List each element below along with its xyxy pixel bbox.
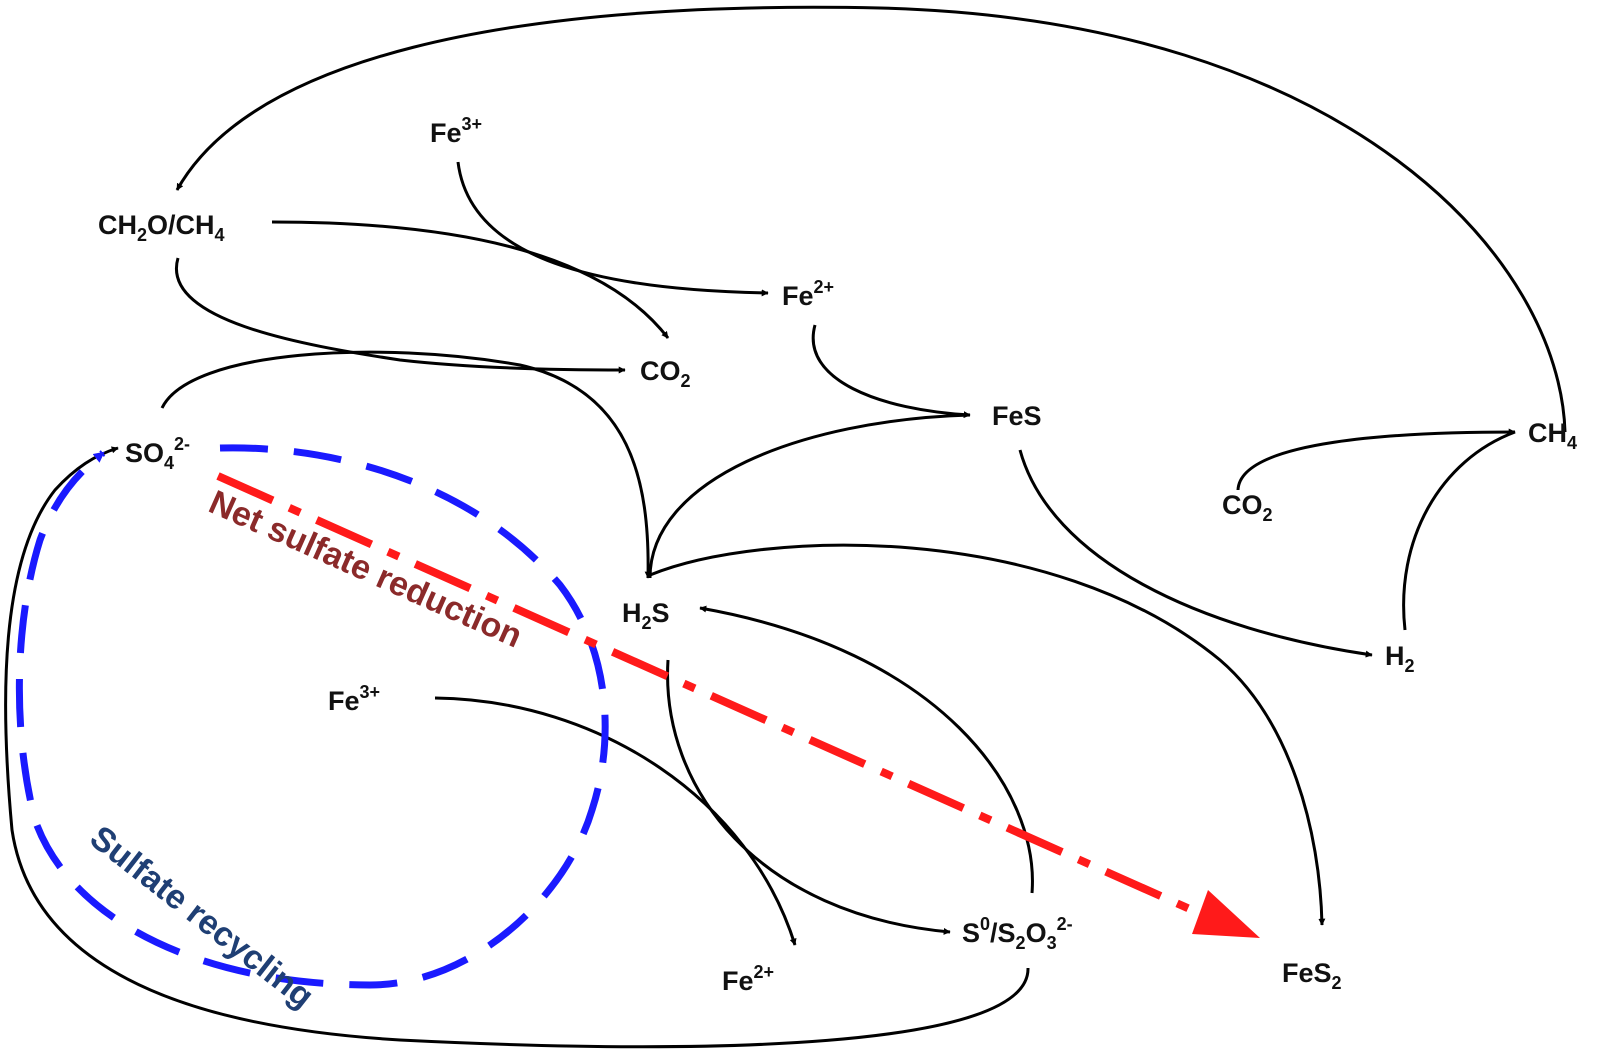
arrow-fe2-to-fes: [811, 324, 971, 419]
arrow-co2-to-ch4: [1236, 428, 1516, 491]
fe2-bottom-label: Fe2+: [722, 962, 775, 996]
net-sulfate-reduction-arrow: [216, 472, 1212, 922]
fe3-bottom-label: Fe3+: [328, 682, 381, 716]
arrow-ch2o-to-fe2: [271, 220, 670, 339]
arrow-fe3-to-fe2-top: [456, 161, 769, 297]
arrow-ch2o-to-co2: [174, 257, 626, 374]
arrow-h2-to-ch4: [1402, 430, 1516, 631]
arrow-s0-to-so4-outer: [4, 446, 1030, 1049]
ch4-right-label: CH4: [1528, 418, 1578, 453]
fe3-top-label: Fe3+: [430, 114, 483, 148]
ch2o-ch4-label: CH2O/CH4: [98, 210, 225, 245]
arrow-fe3-to-fe2-bottom: [434, 696, 797, 946]
net-sulfate-arrowhead: [1192, 890, 1260, 938]
co2-mid-label: CO2: [640, 356, 691, 391]
fes-label: FeS: [992, 401, 1042, 431]
fe2-top-label: Fe2+: [782, 277, 835, 311]
arrow-h2s-to-s0: [666, 659, 951, 935]
s0-s2o3-label: S0/S2O32-: [962, 914, 1073, 953]
h2s-label: H2S: [622, 598, 670, 633]
so4-label: SO42-: [125, 434, 191, 473]
co2-right-label: CO2: [1222, 490, 1273, 525]
arrow-ch4-to-ch2o: [175, 5, 1567, 433]
fes2-label: FeS2: [1282, 958, 1342, 993]
arrow-so4-to-h2s: [160, 350, 652, 579]
arrow-s0-to-h2s: [699, 605, 1034, 894]
arrow-h2s-to-fes2: [649, 543, 1326, 926]
arrow-fes-to-h2: [1018, 449, 1373, 658]
h2-label: H2: [1385, 641, 1415, 676]
reaction-arrows: [4, 5, 1567, 1049]
arrow-h2s-to-fes: [648, 413, 971, 579]
sulfate-recycling-loop: [15, 444, 609, 989]
